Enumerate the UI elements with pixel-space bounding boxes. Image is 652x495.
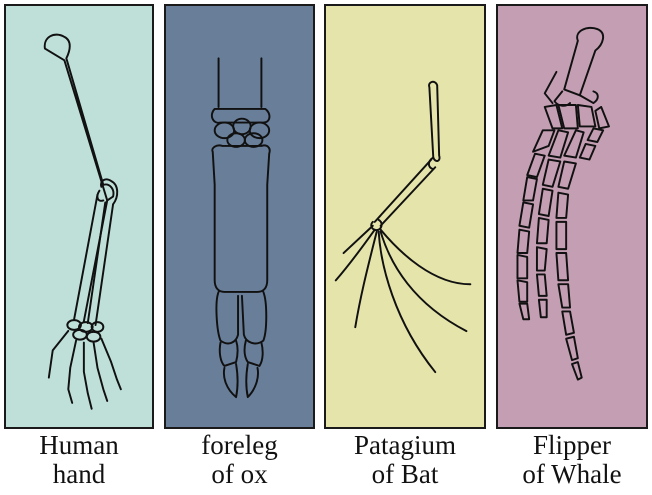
caption-bat-patagium: Patagium of Bat [324,431,486,493]
caption-line: hand [4,460,154,489]
caption-line: of ox [164,460,315,489]
panel-bat-patagium [324,4,486,429]
bat-wing-skeleton-illustration [326,6,484,427]
caption-line: Human [4,431,154,460]
caption-ox-foreleg: foreleg of ox [164,431,315,493]
caption-human-hand: Human hand [4,431,154,493]
panel-human-hand [4,4,154,429]
panel-ox-foreleg [164,4,315,429]
caption-whale-flipper: Flipper of Whale [496,431,648,493]
ox-foreleg-skeleton-illustration [166,6,313,427]
caption-line: Flipper [496,431,648,460]
caption-line: Patagium [324,431,486,460]
human-arm-skeleton-illustration [6,6,152,427]
caption-line: foreleg [164,431,315,460]
panel-whale-flipper [496,4,648,429]
caption-line: of Whale [496,460,648,489]
caption-line: of Bat [324,460,486,489]
whale-flipper-skeleton-illustration [498,6,646,427]
